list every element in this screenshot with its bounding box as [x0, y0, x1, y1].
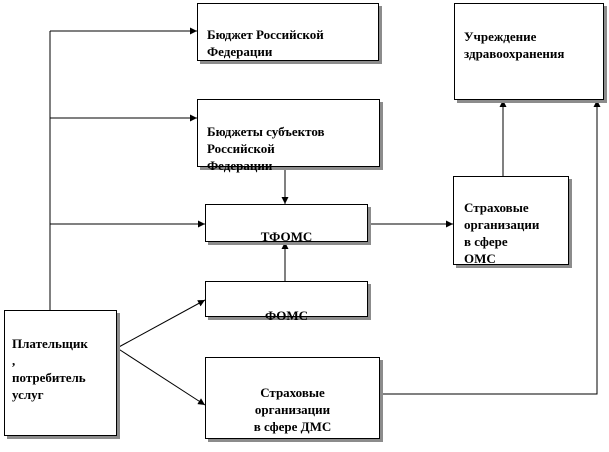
oms-insurers-label: Страховые организации в сфере ОМС — [464, 200, 540, 266]
foms-box: ФОМС — [205, 281, 368, 323]
foms-label: ФОМС — [264, 308, 309, 323]
payer-box: Плательщик , потребитель услуг — [4, 310, 117, 436]
payer-label: Плательщик , потребитель услуг — [12, 336, 88, 402]
tfoms-label: ТФОМС — [260, 229, 313, 244]
budget-rf-label: Бюджет Российской Федерации — [207, 27, 324, 59]
arrow-payer-to-foms — [116, 299, 206, 349]
health-institution-box: Учреждение здравоохранения — [454, 3, 604, 100]
dms-insurers-label: Страховые организации в сфере ДМС — [253, 385, 332, 434]
tfoms-box: ТФОМС — [205, 204, 368, 244]
dms-insurers-box: Страховые организации в сфере ДМС — [205, 357, 380, 439]
budgets-subjects-label: Бюджеты субъектов Российской Федерации — [207, 124, 325, 173]
arrow-payer-to-dms — [116, 347, 206, 406]
arrow-dms-to-health — [380, 100, 601, 395]
budgets-subjects-box: Бюджеты субъектов Российской Федерации — [197, 99, 380, 173]
budget-rf-box: Бюджет Российской Федерации — [197, 3, 379, 61]
health-institution-label: Учреждение здравоохранения — [464, 29, 565, 61]
oms-insurers-box: Страховые организации в сфере ОМС — [453, 176, 569, 266]
